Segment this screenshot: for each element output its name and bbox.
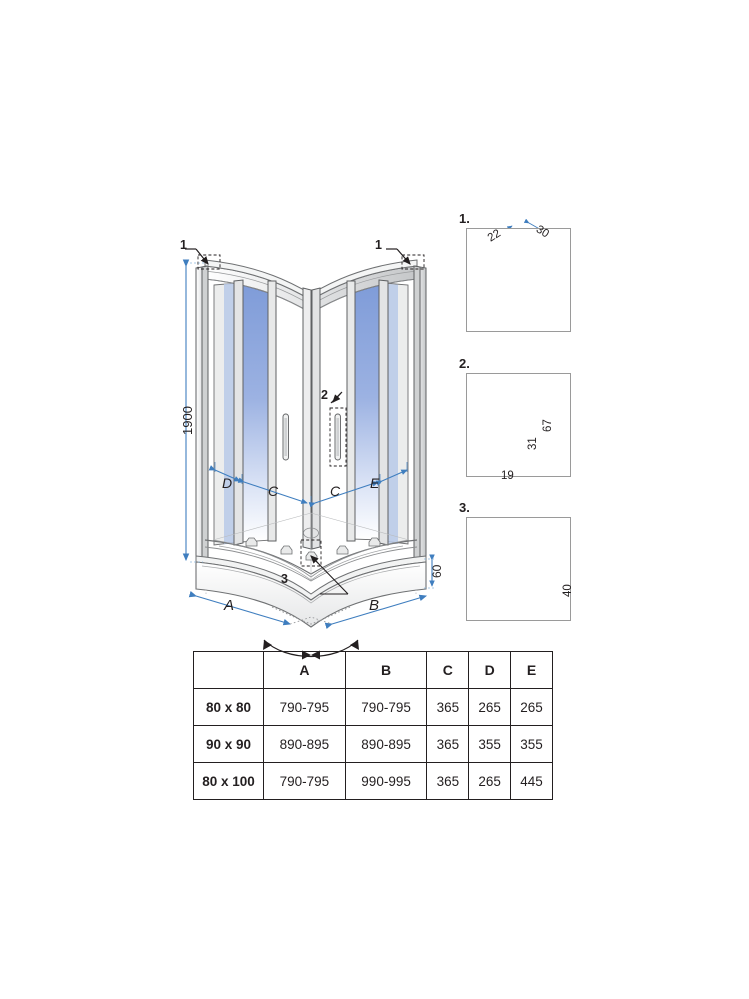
dimension-tray-60: 60 bbox=[430, 564, 444, 578]
handle-callout-box bbox=[329, 407, 347, 467]
table-row: 80 x 80 790-795 790-795 365 265 265 bbox=[192, 688, 553, 726]
cell-d: 265 bbox=[468, 762, 512, 800]
left-glass-panels bbox=[213, 280, 273, 546]
dimension-height-1900: 1900 bbox=[180, 406, 195, 435]
door-handles bbox=[282, 413, 341, 461]
cell-a: 890-895 bbox=[263, 725, 346, 763]
detail-2-dim-67: 67 bbox=[542, 419, 554, 432]
table-header-row: A B C D E bbox=[192, 651, 553, 689]
dimension-table: A B C D E 80 x 80 790-795 790-795 365 26… bbox=[192, 651, 553, 800]
table-row: 80 x 100 790-795 990-995 365 265 445 bbox=[192, 762, 553, 800]
row-size: 80 x 80 bbox=[192, 688, 265, 726]
cell-c: 365 bbox=[426, 762, 470, 800]
header-c: C bbox=[426, 651, 470, 689]
top-curved-rail bbox=[204, 259, 418, 314]
bottom-rail bbox=[204, 539, 418, 582]
detail-3-dim-40: 40 bbox=[562, 584, 574, 597]
detail-1-frame bbox=[466, 228, 571, 332]
cell-b: 890-895 bbox=[344, 725, 428, 763]
vertical-posts bbox=[195, 265, 427, 567]
cell-c: 365 bbox=[426, 688, 470, 726]
cell-b: 990-995 bbox=[344, 762, 428, 800]
header-blank bbox=[192, 651, 265, 689]
cell-d: 265 bbox=[468, 688, 512, 726]
table-row: 90 x 90 890-895 890-895 365 355 355 bbox=[192, 725, 553, 763]
detail-2-frame bbox=[466, 373, 571, 477]
callout-leaders bbox=[185, 248, 425, 595]
detail-3-number: 3. bbox=[459, 500, 470, 515]
header-a: A bbox=[263, 651, 346, 689]
cell-d: 355 bbox=[468, 725, 512, 763]
callout-label-1-left: 1 bbox=[180, 238, 187, 252]
header-e: E bbox=[510, 651, 553, 689]
dimension-label-e: E bbox=[370, 475, 380, 491]
cell-e: 265 bbox=[510, 688, 553, 726]
tray-feet bbox=[245, 537, 381, 561]
dimension-label-b: B bbox=[369, 597, 380, 614]
detail-2-number: 2. bbox=[459, 356, 470, 371]
dimension-label-c-right: C bbox=[330, 483, 341, 499]
dimension-label-d: D bbox=[222, 475, 233, 491]
dimension-label-c-left: C bbox=[268, 483, 279, 499]
cell-b: 790-795 bbox=[344, 688, 428, 726]
cell-e: 355 bbox=[510, 725, 553, 763]
header-d: D bbox=[468, 651, 512, 689]
callout-label-3: 3 bbox=[281, 572, 288, 586]
cell-c: 365 bbox=[426, 725, 470, 763]
dimension-label-a: A bbox=[224, 597, 235, 614]
detail-2-dim-19: 19 bbox=[501, 470, 514, 482]
detail-3-frame bbox=[466, 517, 571, 621]
cell-a: 790-795 bbox=[263, 688, 346, 726]
callout-label-2: 2 bbox=[321, 388, 328, 402]
dimension-lines bbox=[182, 259, 436, 630]
cell-a: 790-795 bbox=[263, 762, 346, 800]
row-size: 80 x 100 bbox=[192, 762, 265, 800]
cell-e: 445 bbox=[510, 762, 553, 800]
detail-1-number: 1. bbox=[459, 211, 470, 226]
row-size: 90 x 90 bbox=[192, 725, 265, 763]
header-b: B bbox=[344, 651, 428, 689]
right-glass-panels bbox=[349, 280, 409, 545]
detail-2-dim-31: 31 bbox=[527, 437, 539, 450]
foot-callout-box bbox=[300, 539, 322, 567]
callout-label-1-right: 1 bbox=[375, 238, 382, 252]
